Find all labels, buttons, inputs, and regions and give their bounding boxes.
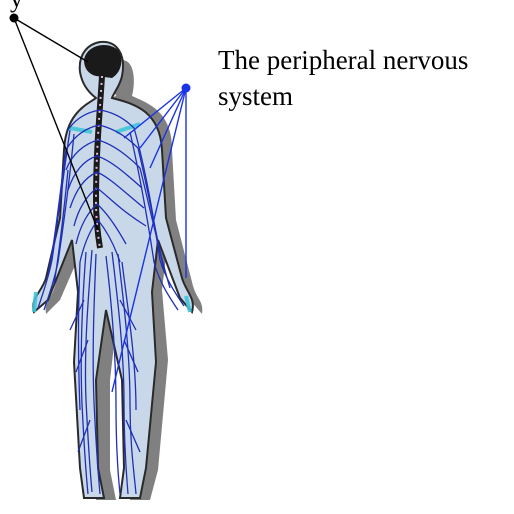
caption-text: The peripheral nervous system — [218, 42, 508, 114]
blue-pointer-dot — [182, 84, 191, 93]
black-pointer-dot — [10, 14, 19, 23]
